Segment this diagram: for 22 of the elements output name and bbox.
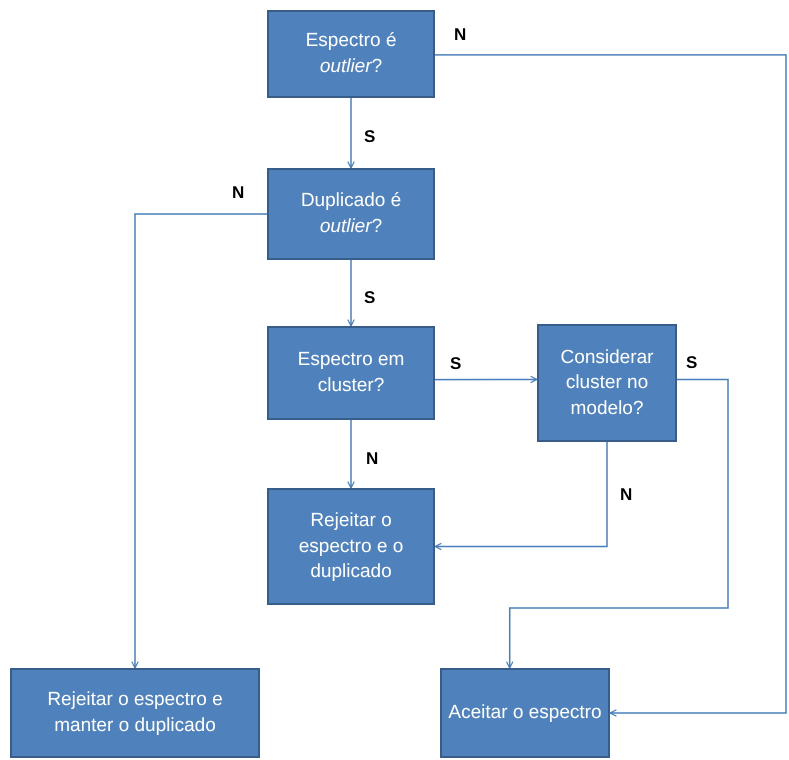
arrow	[435, 376, 538, 384]
box-text: Rejeitar o espectro e manter o duplicado	[46, 688, 224, 738]
arrow	[435, 54, 787, 717]
arrow	[506, 378, 729, 669]
process-box	[267, 326, 435, 420]
box-text: Considerar cluster no modelo?	[560, 346, 654, 421]
process-box	[10, 668, 260, 758]
arrow	[434, 442, 608, 550]
arrow	[347, 420, 355, 489]
box-text: Espectro em cluster?	[296, 348, 406, 398]
arrow	[347, 260, 355, 327]
process-box	[267, 10, 435, 98]
arrow	[131, 213, 267, 669]
arrow	[347, 98, 355, 169]
box-text: Aceitar o espectro	[447, 701, 603, 726]
process-box	[440, 668, 610, 758]
box-text: Duplicado é outlier?	[300, 189, 402, 239]
box-text: Espectro é outlier?	[304, 29, 398, 79]
process-box	[537, 324, 677, 442]
process-box	[267, 168, 435, 260]
box-text: Rejeitar o espectro e o duplicado	[298, 509, 404, 584]
process-box	[267, 488, 435, 605]
